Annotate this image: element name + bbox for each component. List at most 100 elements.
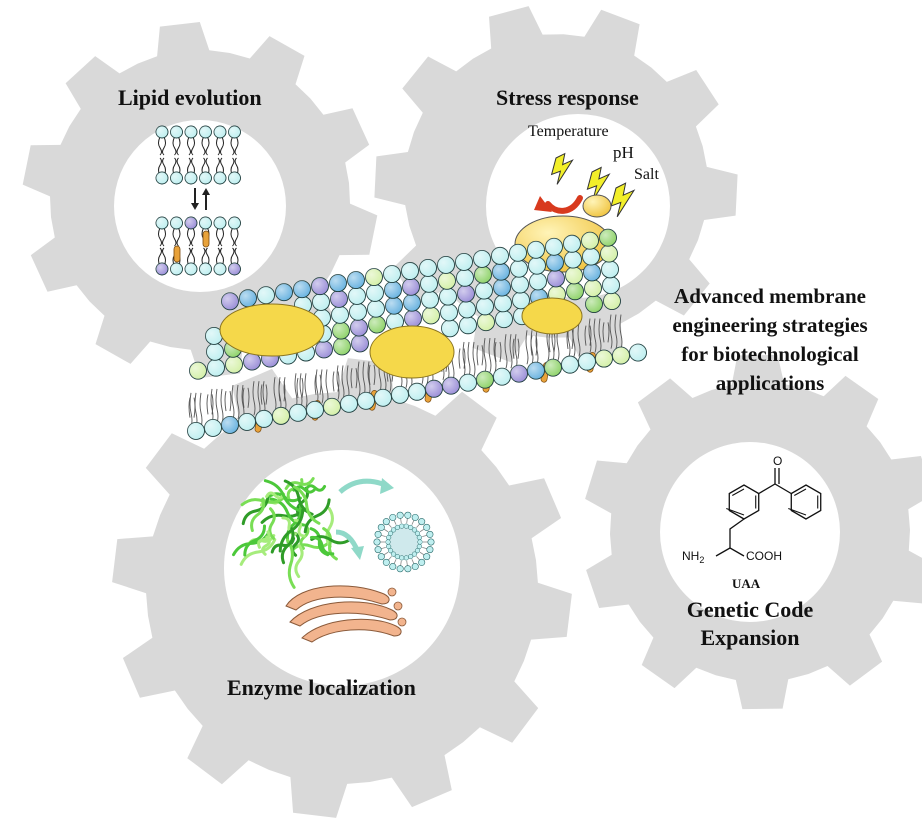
lipid-head-lower	[255, 409, 273, 428]
lipid-head-upper	[439, 287, 457, 306]
lipid-tail	[162, 136, 166, 156]
lipid-tail	[206, 394, 209, 415]
lipid-evolution-illustration	[155, 125, 241, 276]
lipid-tail	[191, 247, 195, 267]
lipid-head-upper	[495, 310, 513, 329]
lipid-tail	[301, 377, 304, 399]
lipid-tail	[607, 322, 610, 343]
vesicle-head	[399, 555, 405, 561]
lipid-tail	[172, 136, 177, 156]
vesicle-lumen	[386, 524, 422, 560]
lipid-head	[184, 125, 198, 139]
lipid-tail	[525, 330, 529, 365]
vesicle-head	[389, 563, 397, 571]
lipid-tail	[176, 227, 181, 247]
lipid-head-upper	[602, 276, 620, 295]
membrane-bilayer-illustration	[187, 228, 647, 440]
enzyme-structure-ribbon	[325, 507, 334, 549]
lipid-tail	[224, 390, 227, 412]
lipid-head-upper	[441, 319, 459, 338]
vesicle-head	[416, 534, 422, 541]
lipid-head-upper	[477, 313, 495, 332]
lipid-head-upper	[293, 280, 311, 299]
lipid-head-lower	[323, 397, 341, 416]
lipid-head-upper	[473, 249, 491, 268]
lipid-tail	[362, 361, 366, 396]
vesicle-head	[387, 530, 394, 536]
lipid-head-upper	[347, 271, 365, 290]
vesicle-head	[396, 565, 404, 573]
central-title-line-3: for biotechnological	[681, 342, 859, 366]
lipid-head-upper	[332, 321, 350, 340]
lipid-head-upper	[494, 294, 512, 313]
lipid-tail	[373, 364, 376, 385]
lipid-tail	[191, 136, 195, 156]
lipid-head-lower	[289, 403, 307, 422]
lipid-tail	[593, 318, 597, 353]
lipid-head-upper	[492, 262, 510, 281]
lipid-head-lower	[238, 412, 256, 431]
lipid-tail	[231, 384, 235, 420]
lipid-tail	[494, 341, 497, 363]
central-title-line-4: applications	[715, 371, 825, 395]
lipid-tail	[517, 338, 520, 359]
lipid-head-upper	[257, 286, 275, 305]
lipid-head-upper	[564, 250, 582, 269]
lipid-head-lower	[459, 373, 477, 392]
enzyme-structure-ribbon	[291, 540, 331, 552]
lipid-head-upper	[311, 277, 329, 296]
lipid-tail	[265, 384, 268, 405]
lipid-tail	[193, 397, 196, 418]
lipid-head-upper	[207, 358, 225, 377]
lipid-head-upper	[349, 302, 367, 321]
vesicle-head	[423, 523, 431, 531]
lipid-tail	[315, 369, 319, 404]
central-title: Advanced membrane engineering strategies…	[634, 282, 906, 398]
lipid-tail	[294, 373, 298, 408]
lipid-tail	[230, 136, 235, 156]
cholesterol-icon	[202, 230, 210, 248]
lipid-head	[228, 125, 241, 139]
lipid-head-lower	[527, 361, 545, 380]
lipid-head-upper	[189, 361, 207, 380]
lipid-head-upper	[383, 265, 401, 283]
lipid-head-upper	[367, 299, 385, 318]
amine-group-label: NH2	[682, 549, 704, 565]
lipid-head-upper	[509, 243, 527, 262]
lipid-head-upper	[563, 234, 581, 253]
vesicle-head	[374, 546, 382, 554]
lipid-tail	[199, 392, 203, 428]
lipid-head	[184, 171, 198, 185]
enzyme-structure-ribbon	[294, 544, 304, 579]
lipid-head-upper	[422, 306, 440, 325]
lipid-head	[199, 262, 212, 276]
enzyme-structure-ribbon	[303, 498, 331, 534]
lipid-tail	[191, 227, 195, 247]
enzyme-structure-ribbon	[309, 535, 335, 556]
lipid-tail	[162, 247, 166, 267]
central-title-line-2: engineering strategies	[672, 313, 868, 337]
lipid-head-upper	[239, 289, 257, 308]
lipid-tail	[260, 384, 263, 405]
lipid-head	[199, 216, 212, 230]
lipid-tail	[462, 341, 466, 377]
lipid-evolution-title: Lipid evolution	[118, 85, 262, 110]
lipid-tail	[158, 227, 162, 247]
lipid-head	[213, 216, 227, 230]
lipid-tail	[350, 368, 353, 389]
lipid-head-lower	[595, 349, 613, 368]
lipid-head-upper	[581, 231, 599, 250]
membrane-protein-1	[219, 303, 325, 357]
vesicle-head	[374, 530, 382, 538]
lipid-head-upper	[528, 256, 546, 275]
lipid-tail	[252, 381, 256, 416]
lipid-tail	[483, 338, 487, 373]
lipid-head-upper	[421, 290, 439, 309]
lipid-head-upper	[275, 283, 293, 302]
lipid-head-upper	[205, 327, 223, 345]
lipid-head-lower	[510, 364, 528, 383]
lipid-head	[155, 125, 169, 139]
teal-arrow-head	[351, 546, 364, 560]
